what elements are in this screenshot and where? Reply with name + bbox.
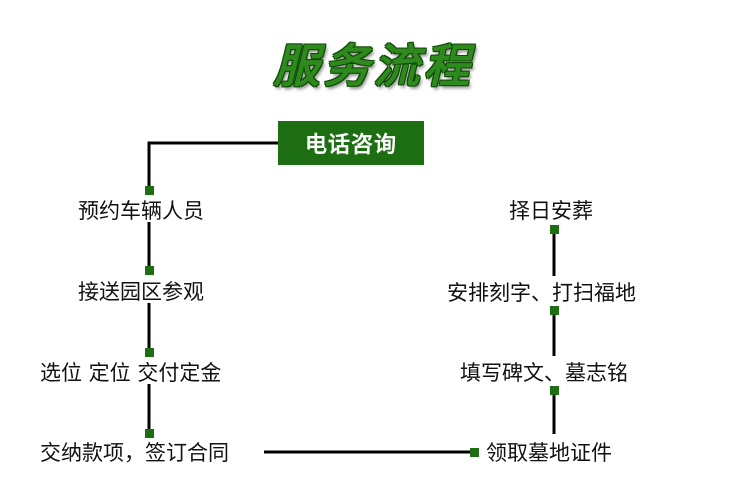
node-marker bbox=[145, 186, 154, 195]
left-step-4: 交纳款项，签订合同 bbox=[40, 441, 229, 465]
node-marker bbox=[550, 225, 559, 234]
node-marker bbox=[470, 448, 479, 457]
right-step-4: 择日安葬 bbox=[509, 199, 593, 223]
right-step-1: 领取墓地证件 bbox=[486, 441, 612, 465]
left-step-3: 选位 定位 交付定金 bbox=[40, 361, 222, 385]
page-title: 服务流程 bbox=[273, 39, 474, 93]
node-marker bbox=[145, 266, 154, 275]
node-marker bbox=[550, 386, 559, 395]
start-node-phone-consult: 电话咨询 bbox=[278, 121, 424, 165]
connector-start-left bbox=[147, 141, 278, 190]
node-marker bbox=[145, 429, 154, 438]
right-step-3: 安排刻字、打扫福地 bbox=[447, 281, 636, 305]
right-step-2: 填写碑文、墓志铭 bbox=[460, 361, 628, 385]
left-step-2: 接送园区参观 bbox=[78, 280, 204, 304]
node-marker bbox=[145, 348, 154, 357]
left-step-1: 预约车辆人员 bbox=[78, 199, 204, 223]
node-marker bbox=[550, 306, 559, 315]
